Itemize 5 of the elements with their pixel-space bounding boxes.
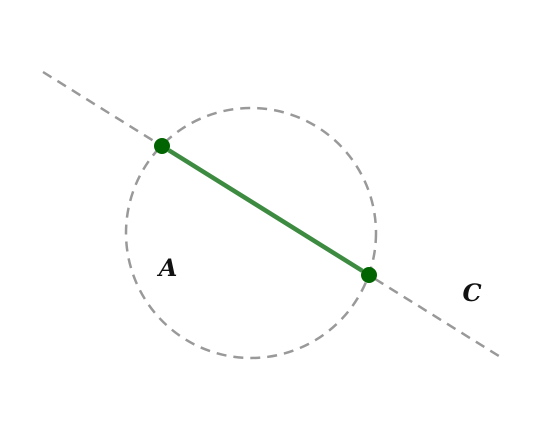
- geometry-label: C: [462, 281, 482, 305]
- geometry-label: A: [158, 256, 178, 280]
- intersection-point: [361, 267, 377, 283]
- chord-line: [168, 148, 364, 273]
- intersection-point: [154, 138, 170, 154]
